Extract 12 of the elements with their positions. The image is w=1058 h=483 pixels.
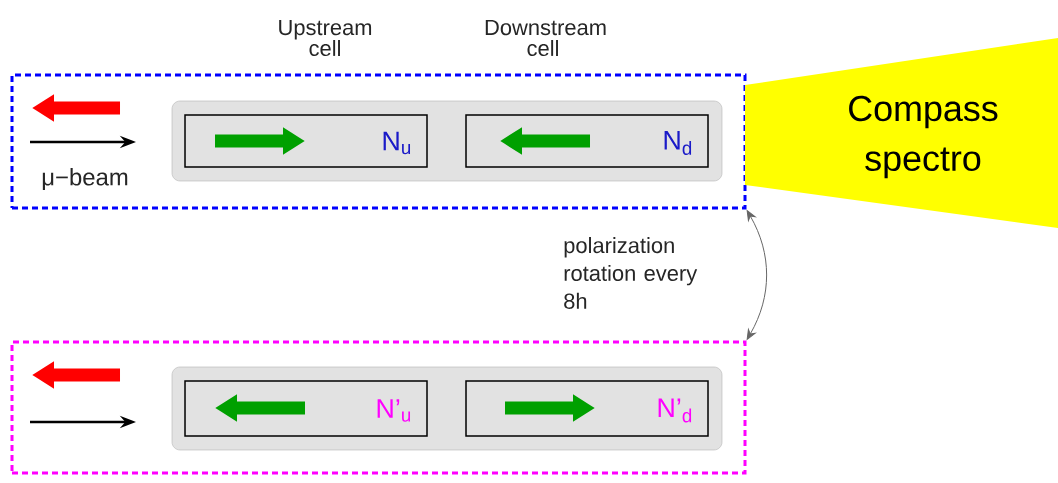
dashed-frame [10, 340, 747, 475]
curved-arrow [746, 210, 768, 340]
target-cell: N$_{d}$ [465, 114, 709, 168]
cell-heading: Upstream cell [279, 19, 372, 57]
target-holder [171, 366, 723, 451]
dashed-frame [10, 73, 747, 210]
target-cell: N’$_{u}$ [184, 380, 428, 437]
beam-label: μ−beam [42, 168, 128, 190]
edge-label: polarization rotation every 8h [564, 237, 698, 309]
cell-heading: Downstream cell [485, 19, 606, 57]
target-cell: N$_{u}$ [184, 114, 428, 168]
target-cell: N’$_{d}$ [465, 380, 709, 437]
